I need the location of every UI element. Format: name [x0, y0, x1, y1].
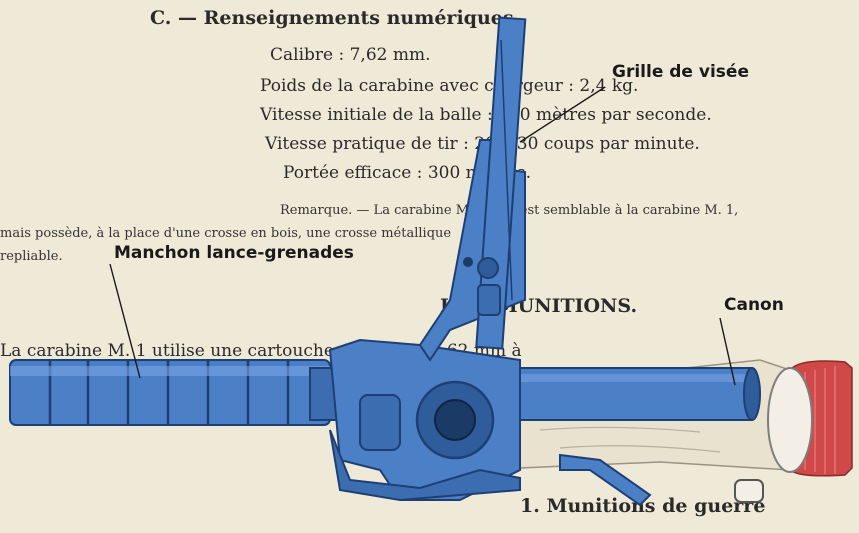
range-line: Portée efficace : 300 mètres.: [283, 163, 531, 183]
leader-lines: [109, 86, 736, 386]
sleeve-leader-line: [109, 263, 141, 379]
barrel-label: Canon: [724, 295, 784, 315]
section-c-heading: C. — Renseignements numériques.: [150, 7, 521, 29]
remark-line-2: mais possède, à la place d'une crosse en…: [0, 226, 452, 241]
grenade-sleeve: [9, 359, 351, 426]
barrel-leader-line: [719, 317, 736, 386]
sight-assembly: [418, 16, 527, 362]
red-muzzle-end: [767, 360, 853, 477]
receiver-mechanism: [328, 338, 764, 507]
ammo-heading: 1. Munitions de guerre: [520, 495, 766, 517]
velocity-line: Vitesse initiale de la balle : 580 mètre…: [260, 105, 712, 125]
sight-label: Grille de visée: [612, 62, 749, 82]
weight-line: Poids de la carabine avec chargeur : 2,4…: [260, 76, 639, 96]
remark-line-3: repliable.: [0, 249, 63, 264]
caliber-line: Calibre : 7,62 mm.: [270, 45, 431, 65]
sleeve-label: Manchon lance-grenades: [114, 243, 354, 263]
sight-leader-line: [519, 86, 606, 143]
